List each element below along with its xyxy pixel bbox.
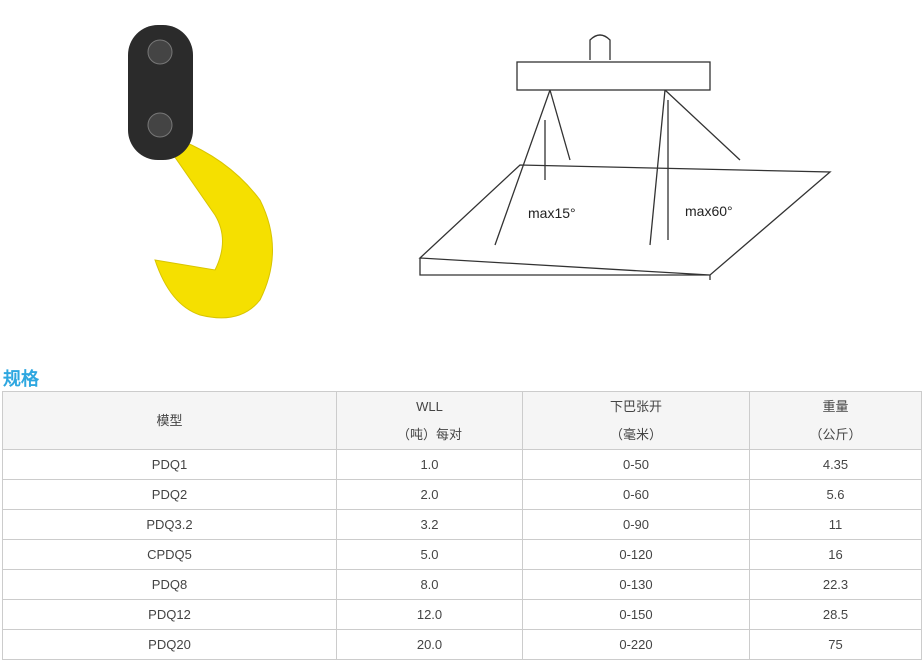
- table-cell: 75: [749, 629, 922, 660]
- header-text: 模型: [156, 412, 183, 428]
- table-cell: PDQ3.2: [2, 509, 337, 540]
- header-text: 重量: [822, 398, 849, 414]
- table-cell: PDQ2: [2, 479, 337, 510]
- table-cell: 12.0: [336, 599, 523, 630]
- header-weight: 重量 （公斤）: [749, 391, 922, 450]
- table-cell: PDQ1: [2, 449, 337, 480]
- table-cell: 0-150: [522, 599, 750, 630]
- table-cell: PDQ20: [2, 629, 337, 660]
- table-cell: PDQ8: [2, 569, 337, 600]
- table-cell: 0-50: [522, 449, 750, 480]
- table-cell: 0-220: [522, 629, 750, 660]
- table-cell: PDQ12: [2, 599, 337, 630]
- table-cell: 8.0: [336, 569, 523, 600]
- table-cell: CPDQ5: [2, 539, 337, 570]
- table-cell: 11: [749, 509, 922, 540]
- table-cell: 28.5: [749, 599, 922, 630]
- diagram-label-max60: max60°: [685, 203, 733, 219]
- table-cell: 2.0: [336, 479, 523, 510]
- header-jaw: 下巴张开 （毫米）: [522, 391, 750, 450]
- table-cell: 0-120: [522, 539, 750, 570]
- table-cell: 20.0: [336, 629, 523, 660]
- header-text: WLL: [416, 398, 443, 414]
- table-cell: 0-90: [522, 509, 750, 540]
- table-cell: 22.3: [749, 569, 922, 600]
- diagram-label-max15: max15°: [528, 205, 576, 221]
- hook-clamp-image: [128, 25, 273, 319]
- table-header-row: 模型 WLL （吨）每对 下巴张开 （毫米） 重量 （公斤）: [2, 391, 922, 450]
- lifting-diagram: max15° max60°: [418, 34, 832, 280]
- table-cell: 0-130: [522, 569, 750, 600]
- header-unit: （毫米）: [609, 426, 662, 442]
- header-model: 模型: [2, 391, 337, 450]
- table-cell: 5.0: [336, 539, 523, 570]
- table-cell: 16: [749, 539, 922, 570]
- section-heading: 规格: [3, 369, 39, 389]
- header-unit: （公斤）: [809, 426, 862, 442]
- table-cell: 3.2: [336, 509, 523, 540]
- header-wll: WLL （吨）每对: [336, 391, 523, 450]
- header-text: 下巴张开: [609, 398, 662, 414]
- table-cell: 1.0: [336, 449, 523, 480]
- table-cell: 4.35: [749, 449, 922, 480]
- header-unit: （吨）每对: [396, 426, 462, 442]
- table-cell: 0-60: [522, 479, 750, 510]
- table-cell: 5.6: [749, 479, 922, 510]
